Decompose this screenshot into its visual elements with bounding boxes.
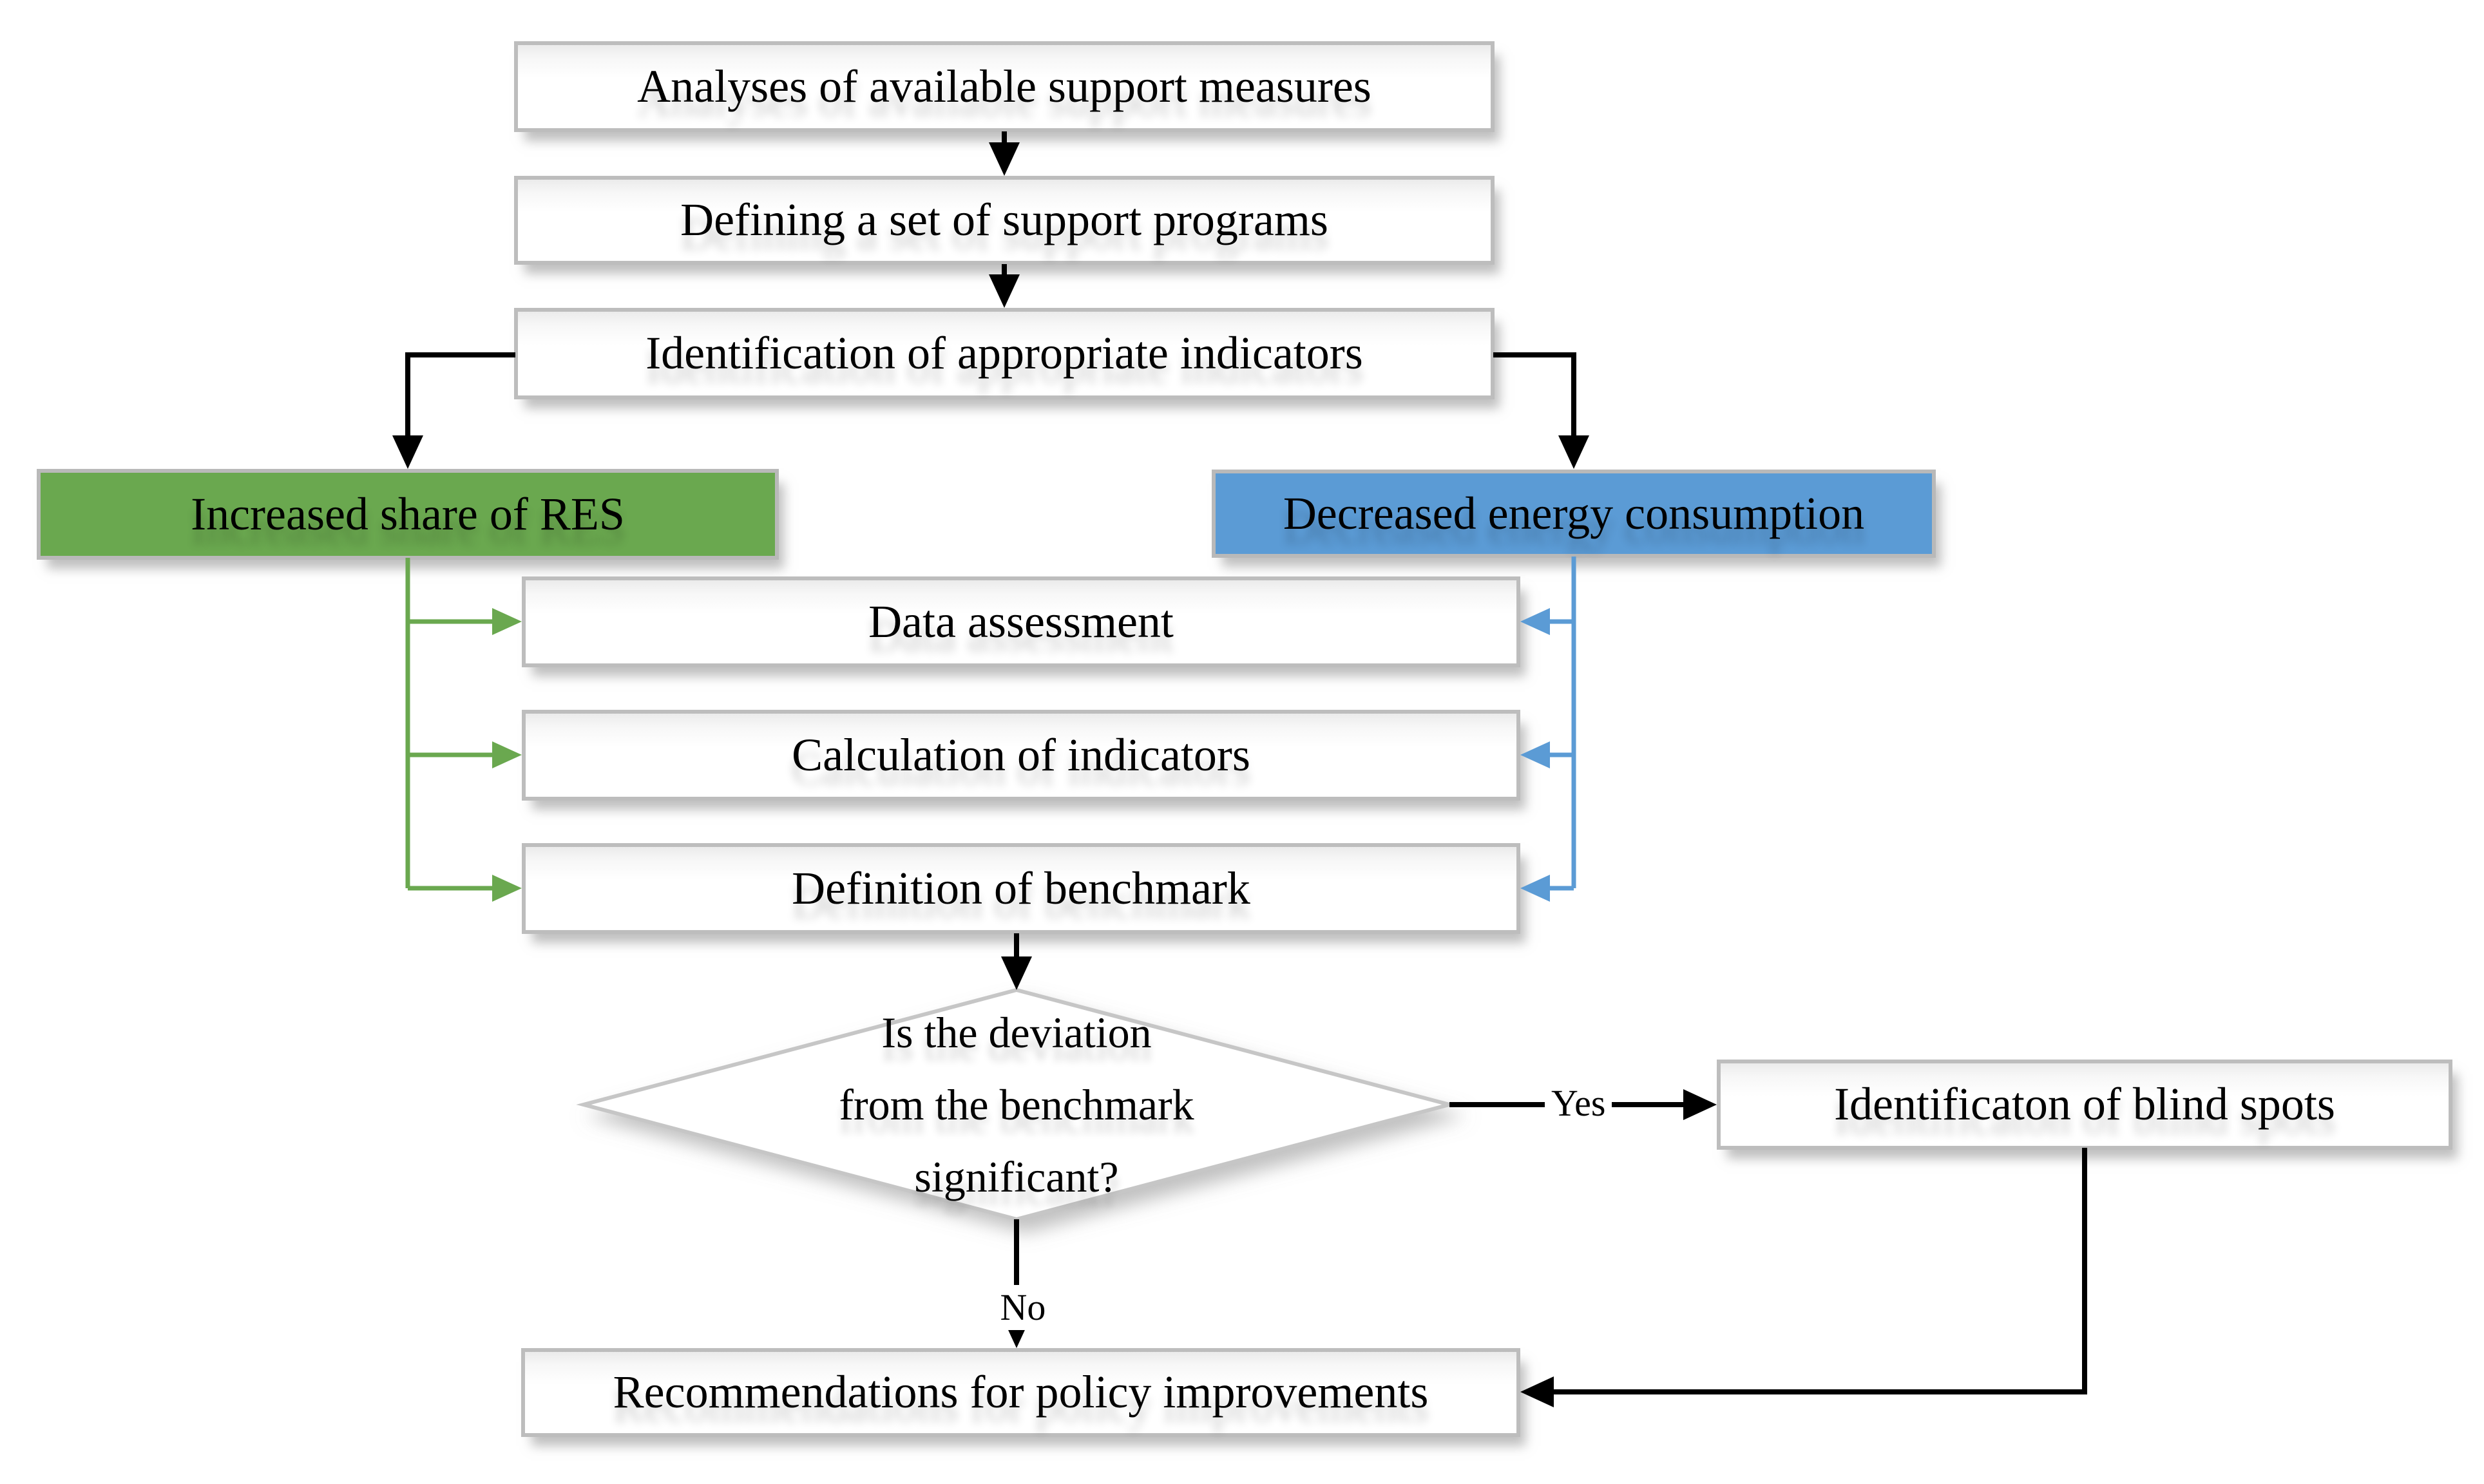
node-identification-of-blind-spots: Identificaton of blind spots	[1717, 1060, 2452, 1150]
edge-blind-spots-to-recommendations	[1520, 1148, 2087, 1407]
node-label: Definition of benchmark	[792, 862, 1250, 914]
decision-line-3: significant?	[914, 1152, 1119, 1201]
node-label: Data assessment	[868, 595, 1174, 647]
node-decision-significance: Is the deviation from the benchmark sign…	[694, 989, 1339, 1221]
node-identification-of-indicators: Identification of appropriate indicators	[514, 308, 1495, 399]
node-label: Decreased energy consumption	[1283, 487, 1865, 539]
node-increased-share-of-res: Increased share of RES	[37, 469, 779, 560]
node-label: Identification of appropriate indicators	[645, 327, 1363, 379]
node-analyses-of-support-measures: Analyses of available support measures	[514, 41, 1495, 132]
node-defining-support-programs: Defining a set of support programs	[514, 176, 1495, 265]
node-label: Analyses of available support measures	[637, 60, 1371, 112]
node-data-assessment: Data assessment	[522, 576, 1520, 667]
edge-identification-to-res	[392, 352, 515, 469]
node-calculation-of-indicators: Calculation of indicators	[522, 710, 1520, 801]
edge-no-label: No	[971, 1285, 1075, 1330]
decision-line-1: Is the deviation	[881, 1008, 1152, 1057]
edge-identification-to-energy	[1493, 352, 1589, 469]
edge-yes-label: Yes	[1545, 1081, 1612, 1126]
node-recommendations-policy-improvements: Recommendations for policy improvements	[521, 1348, 1520, 1437]
node-label: Increased share of RES	[191, 488, 625, 540]
node-decreased-energy-consumption: Decreased energy consumption	[1212, 470, 1936, 558]
node-label: Defining a set of support programs	[680, 194, 1328, 246]
node-definition-of-benchmark: Definition of benchmark	[522, 843, 1520, 934]
decision-line-2: from the benchmark	[839, 1080, 1194, 1129]
node-label: Recommendations for policy improvements	[613, 1366, 1429, 1418]
node-label: Identificaton of blind spots	[1834, 1078, 2335, 1130]
node-label: Calculation of indicators	[792, 728, 1250, 781]
